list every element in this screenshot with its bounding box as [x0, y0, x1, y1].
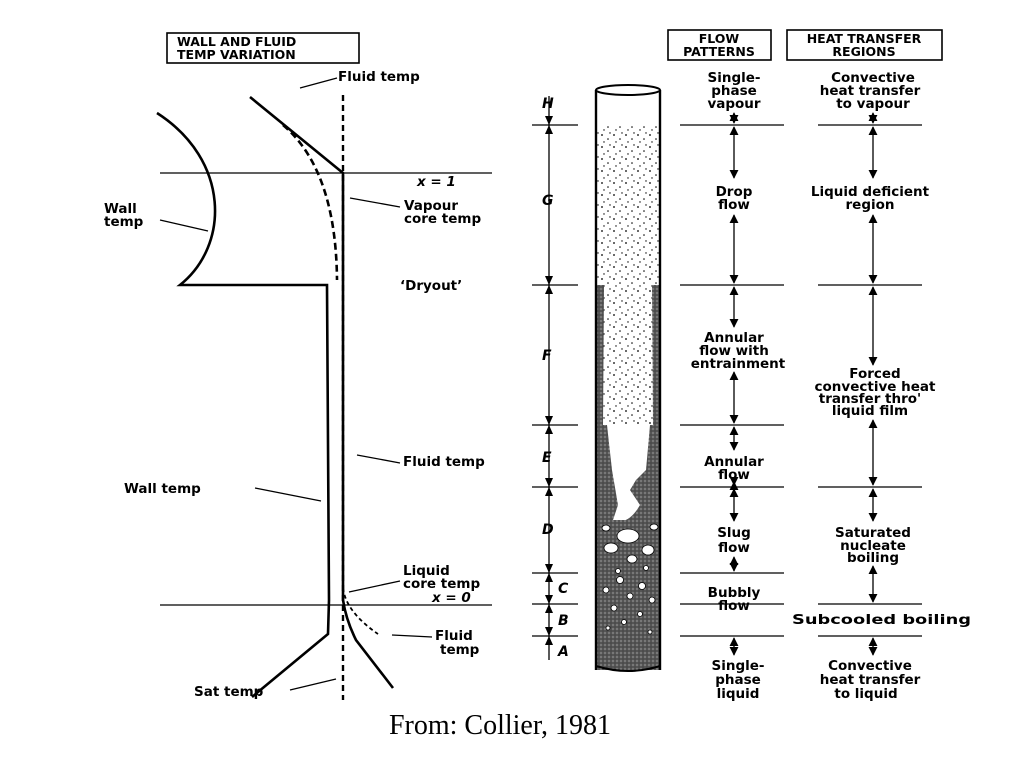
liquid-core-label-2: core temp [403, 576, 480, 592]
zone-label-b: B [558, 613, 569, 629]
heat-saturated-nucleate-2: nucleate [840, 538, 906, 554]
heat-forced-convective-3: transfer thro' [819, 391, 921, 407]
liquid-core-curve [342, 587, 379, 635]
heat-transfer-header-line1: HEAT TRANSFER [807, 31, 922, 46]
heat-saturated-nucleate-3: boiling [847, 550, 899, 566]
zone-label-a: A [557, 644, 569, 660]
zone-label-h: H [542, 96, 554, 112]
flow-single-phase-vapour-2: phase [711, 83, 757, 99]
heat-subcooled-boiling: Subcooled boiling [792, 612, 971, 628]
flow-slug-2: flow [718, 540, 750, 556]
heat-conv-liquid-3: to liquid [834, 686, 897, 702]
wall-fluid-header-line1: WALL AND FLUID [177, 34, 296, 49]
heated-tube [594, 84, 662, 672]
flow-single-phase-vapour-1: Single- [707, 70, 760, 86]
wall-fluid-header-line2: TEMP VARIATION [177, 47, 296, 62]
flow-single-phase-liquid-2: phase [715, 672, 761, 688]
vapour-core-label-2: core temp [404, 211, 481, 227]
heat-conv-liquid-2: heat transfer [820, 672, 921, 688]
heat-conv-vapour-1: Convective [831, 70, 915, 86]
flow-patterns-header-line2: PATTERNS [683, 44, 755, 59]
sat-temp-label: Sat temp [194, 684, 264, 700]
heat-liquid-deficient-2: region [846, 197, 895, 213]
heat-forced-convective-2: convective heat [815, 379, 936, 395]
source-caption: From: Collier, 1981 [389, 710, 611, 741]
flow-annular-entrainment-2: flow with [699, 343, 769, 359]
flow-single-phase-liquid-3: liquid [717, 686, 760, 702]
zone-label-c: C [558, 581, 569, 597]
heat-forced-convective-1: Forced [849, 366, 900, 382]
fluid-temp-bottom-label-2: temp [440, 642, 480, 658]
zone-label-d: D [542, 522, 554, 538]
wall-temp-top-label-2: temp [104, 214, 144, 230]
heat-transfer-column: Convective heat transfer to vapour Liqui… [792, 70, 971, 702]
heat-liquid-deficient-1: Liquid deficient [811, 184, 930, 200]
wall-temp-mid-label: Wall temp [124, 481, 201, 497]
flow-slug-1: Slug [717, 525, 751, 541]
fluid-temp-bottom-label-1: Fluid [435, 628, 473, 644]
fluid-temp-top-label: Fluid temp [338, 69, 420, 85]
zone-label-e: E [542, 450, 552, 466]
heat-conv-liquid-1: Convective [828, 658, 912, 674]
vapour-core-curve [282, 124, 339, 281]
wall-temp-top-label-1: Wall [104, 201, 137, 217]
x0-label: x = 0 [431, 590, 471, 606]
flow-drop-2: flow [718, 197, 750, 213]
flow-annular-2: flow [718, 467, 750, 483]
flow-single-phase-vapour-3: vapour [707, 96, 760, 112]
wall-fluid-header: WALL AND FLUID TEMP VARIATION [166, 32, 360, 64]
wall-temp-curve [156, 111, 331, 699]
flow-patterns-header-line1: FLOW [699, 31, 740, 46]
heat-forced-convective-4: liquid film [832, 403, 908, 419]
flow-drop-1: Drop [716, 184, 753, 200]
fluid-temp-mid-label: Fluid temp [403, 454, 485, 470]
vapour-core-label-1: Vapour [404, 198, 458, 214]
flow-bubbly-1: Bubbly [708, 585, 761, 601]
flow-single-phase-liquid-1: Single- [711, 658, 764, 674]
flow-pattern-column: Single- phase vapour Drop flow Annular f… [680, 70, 786, 702]
fluid-temp-curve [249, 95, 395, 689]
flow-annular-entrainment-1: Annular [704, 330, 764, 346]
flow-annular-entrainment-3: entrainment [691, 356, 786, 372]
heat-conv-vapour-2: heat transfer [820, 83, 921, 99]
flow-annular-1: Annular [704, 454, 764, 470]
zone-label-f: F [542, 348, 552, 364]
x1-label: x = 1 [416, 174, 456, 190]
flow-patterns-header: FLOW PATTERNS [667, 29, 772, 61]
heat-saturated-nucleate-1: Saturated [835, 525, 911, 541]
zone-label-g: G [542, 193, 554, 209]
heat-conv-vapour-3: to vapour [836, 96, 910, 112]
heat-transfer-header: HEAT TRANSFER REGIONS [786, 29, 943, 61]
heat-transfer-header-line2: REGIONS [832, 44, 895, 59]
temperature-diagram: Fluid temp x = 1 Wall temp Vapour core t… [104, 69, 492, 700]
zone-scale: H G F E D C B A [532, 96, 578, 660]
liquid-core-label-1: Liquid [403, 563, 450, 579]
flow-bubbly-2: flow [718, 598, 750, 614]
dryout-label: ‘Dryout’ [400, 278, 462, 294]
